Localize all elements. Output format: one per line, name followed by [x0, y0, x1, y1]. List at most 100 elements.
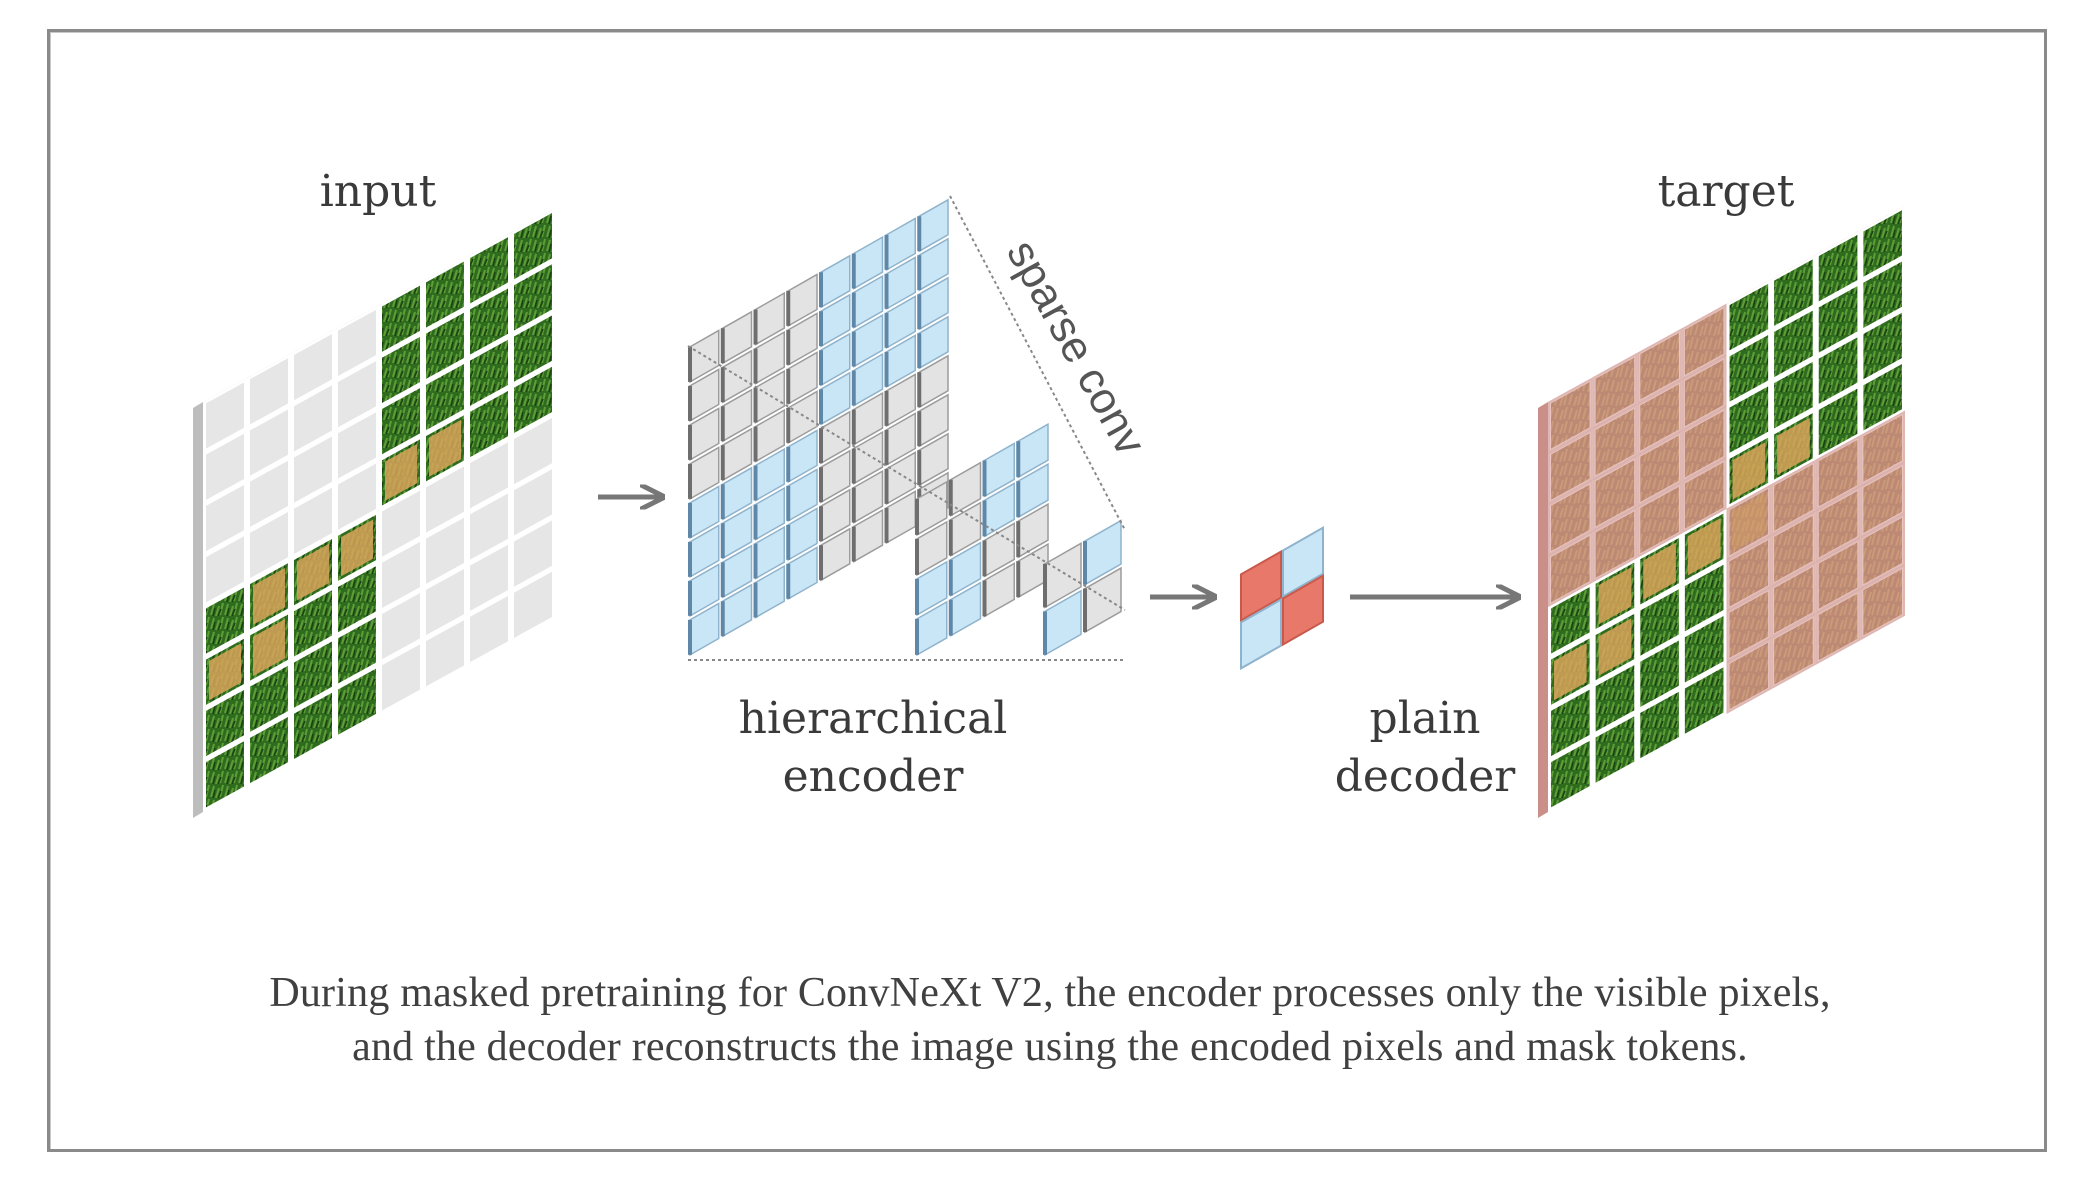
masked-patch: [382, 490, 420, 557]
visible-patch: [470, 339, 508, 406]
reconstructed-patch-tint: [1771, 459, 1816, 536]
masked-patch: [206, 433, 244, 500]
visible-patch: [250, 665, 288, 732]
dog-patch: [1687, 518, 1721, 576]
reconstructed-patch-tint: [1860, 461, 1905, 538]
masked-patch: [338, 412, 376, 479]
masked-patch: [294, 385, 332, 452]
visible-patch: [1729, 283, 1769, 351]
visible-patch: [1818, 388, 1858, 456]
reconstructed-patch-tint: [1771, 613, 1816, 690]
masked-patch: [294, 436, 332, 503]
dog-patch: [253, 567, 285, 625]
reconstructed-patch-tint: [1726, 637, 1772, 714]
visible-patch: [338, 617, 376, 684]
visible-patch: [1774, 310, 1813, 378]
visible-patch: [1684, 667, 1724, 734]
visible-patch: [1684, 615, 1724, 683]
visible-patch: [1551, 740, 1590, 808]
reconstructed-patch-tint: [1726, 535, 1772, 612]
reconstructed-patch-tint: [1771, 562, 1816, 639]
masked-patch: [470, 544, 508, 611]
encoder-label-line1: hierarchical: [738, 693, 1008, 744]
dog-patch: [1598, 567, 1632, 625]
visible-patch: [514, 315, 552, 382]
masked-patch: [250, 460, 288, 527]
masked-patch: [514, 418, 552, 485]
visible-patch: [1863, 312, 1902, 380]
reconstructed-patch-tint: [1548, 428, 1593, 505]
reconstructed-patch-tint: [1726, 586, 1772, 663]
masked-patch: [294, 334, 332, 401]
masked-patch: [338, 463, 376, 530]
dog-patch: [253, 619, 285, 676]
decoder-label-line2: decoder: [1334, 751, 1516, 802]
reconstructed-patch-tint: [1726, 484, 1772, 561]
visible-patch: [1863, 364, 1902, 431]
dog-patch: [1732, 493, 1766, 551]
reconstructed-patch-tint: [1771, 510, 1816, 587]
visible-patch: [1640, 691, 1679, 759]
masked-patch: [250, 409, 288, 476]
reconstructed-patch-tint: [1681, 406, 1727, 483]
visible-patch: [1551, 587, 1590, 654]
visible-patch: [1774, 259, 1813, 326]
masked-patch: [206, 484, 244, 552]
target-label: target: [1657, 166, 1795, 217]
visible-patch: [294, 641, 332, 708]
masked-patch: [514, 520, 552, 587]
mask-token-cell: [1240, 549, 1282, 623]
reconstructed-patch-tint: [1860, 410, 1905, 487]
visible-patch: [514, 366, 552, 433]
dog-patch: [1643, 542, 1676, 600]
visible-patch: [426, 363, 464, 431]
dotted-sparse-conv-line: [949, 195, 1126, 531]
masked-patch: [338, 309, 376, 376]
caption-line-2: and the decoder reconstructs the image u…: [352, 1024, 1748, 1070]
visible-patch: [426, 261, 464, 328]
reconstructed-patch-tint: [1815, 537, 1861, 614]
dog-patch: [209, 643, 241, 701]
visible-patch: [250, 717, 288, 784]
dog-patch: [385, 444, 417, 501]
reconstructed-patch-tint: [1548, 479, 1593, 556]
visible-patch: [1863, 210, 1902, 277]
masked-patch: [470, 596, 508, 663]
visible-patch: [294, 692, 332, 759]
reconstructed-patch-tint: [1592, 455, 1638, 532]
masked-patch: [382, 593, 420, 660]
masked-patch: [338, 361, 376, 428]
dog-patch: [297, 543, 329, 601]
reconstructed-patch-tint: [1815, 486, 1861, 563]
visible-patch: [470, 288, 508, 355]
masked-patch: [426, 517, 464, 584]
visible-patch: [382, 285, 420, 352]
reconstructed-patch-tint: [1548, 531, 1593, 608]
dog-patch: [1598, 618, 1632, 676]
target-image-panel: [1538, 205, 1905, 818]
visible-patch: [1729, 335, 1769, 402]
panel-side-edge: [193, 402, 203, 818]
visible-patch: [1640, 589, 1679, 656]
reconstructed-patch-tint: [1592, 352, 1638, 429]
hierarchical-encoder: [687, 195, 1126, 661]
visible-patch: [206, 741, 244, 808]
visible-patch: [206, 689, 244, 757]
masked-patch: [426, 620, 464, 687]
visible-patch: [514, 264, 552, 331]
masked-patch: [470, 442, 508, 509]
caption-line-1: During masked pretraining for ConvNeXt V…: [269, 970, 1831, 1016]
decoder-label-line1: plain: [1369, 693, 1481, 744]
input-label: input: [319, 166, 437, 217]
masked-patch: [294, 487, 332, 554]
dog-patch: [1554, 643, 1587, 701]
visible-patch: [470, 391, 508, 458]
masked-patch: [382, 644, 420, 711]
masked-patch: [514, 571, 552, 638]
visible-patch: [1551, 689, 1590, 757]
masked-patch: [206, 536, 244, 603]
visible-patch: [1818, 286, 1858, 353]
masked-patch: [382, 541, 420, 609]
encoded-feature-cell: [1282, 525, 1324, 599]
reconstructed-patch-tint: [1860, 564, 1905, 641]
